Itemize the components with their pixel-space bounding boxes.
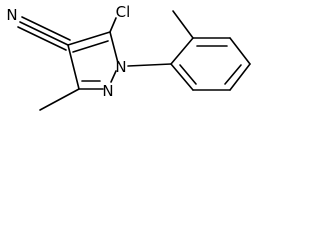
bond-tolyl-methyl bbox=[172, 10, 194, 39]
pyrazole-ring bbox=[67, 31, 119, 90]
nitrile-triple-bond bbox=[17, 16, 71, 51]
pyrazole-n1-label: N bbox=[115, 58, 126, 76]
bond-c4-c5-inner bbox=[72, 40, 109, 53]
bond-c3-methyl bbox=[39, 88, 80, 111]
bond-c4-c5 bbox=[67, 31, 111, 46]
bond-n1-aryl bbox=[127, 63, 172, 67]
chlorine-label: Cl bbox=[116, 3, 131, 21]
bond-c5-cl bbox=[109, 17, 117, 33]
bond-c4-c3 bbox=[67, 44, 80, 90]
molecule-structure: N Cl N N bbox=[6, 3, 251, 111]
nitrile-nitrogen-label: N bbox=[6, 6, 17, 24]
bond-c5-n1 bbox=[109, 31, 119, 64]
pyrazole-n2-label: N bbox=[102, 82, 113, 100]
bond-n2-n1 bbox=[110, 70, 117, 83]
tolyl-benzene-ring bbox=[170, 37, 251, 91]
